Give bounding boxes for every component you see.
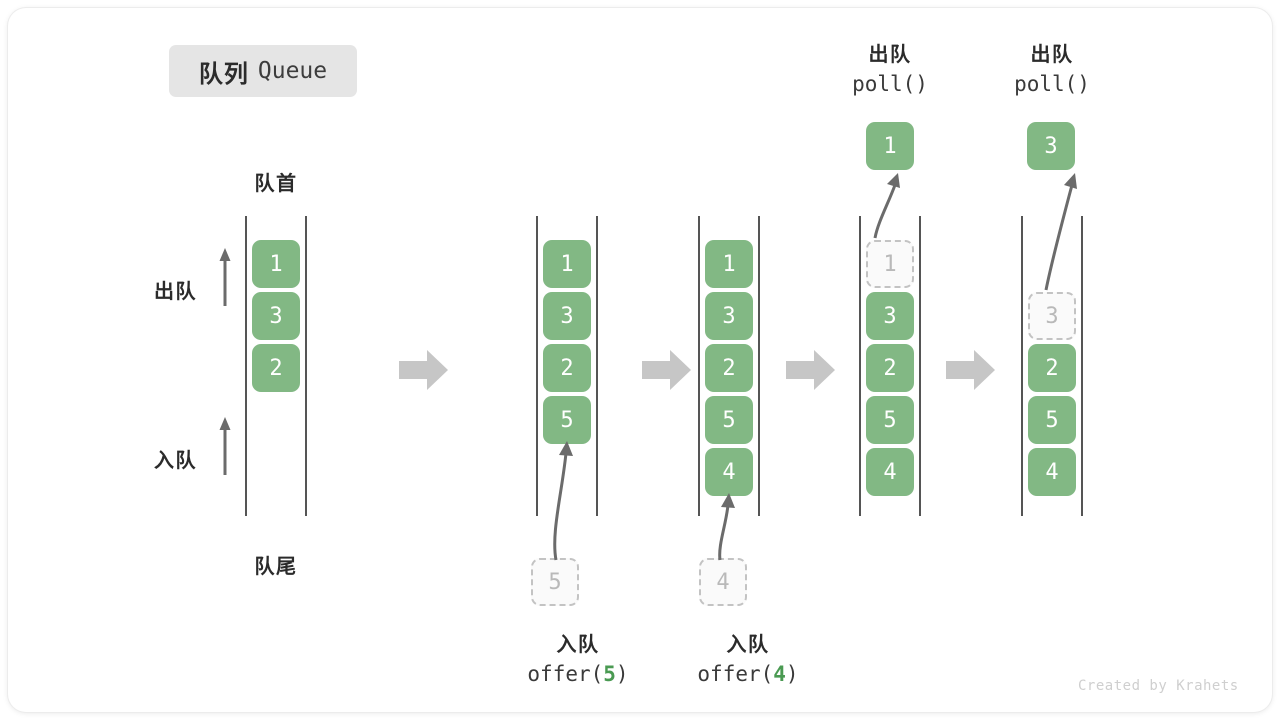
title-en: Queue bbox=[257, 58, 328, 84]
title-cn: 队列 bbox=[198, 60, 249, 88]
offer5-motion-arrow-icon bbox=[553, 441, 573, 561]
outgoing-3: 3 bbox=[1027, 122, 1075, 170]
queue-cell: 3 bbox=[543, 292, 591, 340]
step-arrow-icon bbox=[946, 350, 995, 390]
poll1-motion-arrow-icon bbox=[873, 173, 900, 239]
queue-cell: 1 bbox=[252, 240, 300, 288]
poll1-cn: 出队 bbox=[868, 44, 912, 66]
title-badge: 队列 Queue bbox=[169, 45, 357, 97]
queue-rail-left bbox=[698, 216, 700, 516]
queue-after-poll1: 1 3 2 5 4 bbox=[859, 216, 921, 516]
queue-cell-removed: 3 bbox=[1028, 292, 1076, 340]
queue-rail-right bbox=[596, 216, 598, 516]
queue-tail-label: 队尾 bbox=[254, 556, 298, 578]
queue-cell: 2 bbox=[252, 344, 300, 392]
diagram-card: 队列 Queue 队首 队尾 出队 入队 1 3 2 1 3 2 5 5 bbox=[8, 8, 1272, 712]
offer5-code: offer(5) bbox=[527, 662, 629, 686]
queue-cell: 1 bbox=[705, 240, 753, 288]
poll1-code: poll() bbox=[852, 72, 928, 96]
dequeue-direction-label: 出队 bbox=[154, 281, 197, 303]
poll3-motion-arrow-icon bbox=[1044, 173, 1077, 291]
queue-cell: 3 bbox=[705, 292, 753, 340]
offer4-operation-label: 入队 offer(4) bbox=[689, 628, 807, 686]
queue-rail-left bbox=[1021, 216, 1023, 516]
queue-rail-right bbox=[305, 216, 307, 516]
poll3-code: poll() bbox=[1014, 72, 1090, 96]
queue-cell: 3 bbox=[252, 292, 300, 340]
queue-rail-right bbox=[919, 216, 921, 516]
queue-rail-right bbox=[758, 216, 760, 516]
queue-cell: 2 bbox=[1028, 344, 1076, 392]
watermark: Created by Krahets bbox=[1078, 678, 1239, 694]
queue-cell: 4 bbox=[866, 448, 914, 496]
offer5-cn: 入队 bbox=[556, 634, 600, 656]
step-arrow-icon bbox=[642, 350, 691, 390]
offer5-operation-label: 入队 offer(5) bbox=[519, 628, 637, 686]
queue-rail-left bbox=[245, 216, 247, 516]
queue-cell: 5 bbox=[1028, 396, 1076, 444]
queue-cell: 1 bbox=[543, 240, 591, 288]
queue-initial: 1 3 2 bbox=[245, 216, 307, 516]
queue-after-offer5: 1 3 2 5 bbox=[536, 216, 598, 516]
poll1-operation-label: 出队 poll() bbox=[834, 38, 946, 96]
queue-cell: 3 bbox=[866, 292, 914, 340]
step-arrow-icon bbox=[399, 350, 448, 390]
queue-cell: 2 bbox=[705, 344, 753, 392]
poll3-cn: 出队 bbox=[1030, 44, 1074, 66]
outgoing-1: 1 bbox=[866, 122, 914, 170]
queue-after-poll3: 3 2 5 4 bbox=[1021, 216, 1083, 516]
queue-cell: 4 bbox=[1028, 448, 1076, 496]
queue-rail-right bbox=[1081, 216, 1083, 516]
queue-cell: 5 bbox=[705, 396, 753, 444]
queue-cell: 5 bbox=[543, 396, 591, 444]
queue-cell: 4 bbox=[705, 448, 753, 496]
incoming-5: 5 bbox=[531, 558, 579, 606]
queue-rail-left bbox=[536, 216, 538, 516]
enqueue-direction-label: 入队 bbox=[154, 450, 197, 472]
queue-cell: 5 bbox=[866, 396, 914, 444]
incoming-4: 4 bbox=[699, 558, 747, 606]
dequeue-direction-arrow-icon bbox=[219, 248, 231, 306]
offer4-code: offer(4) bbox=[697, 662, 799, 686]
queue-head-label: 队首 bbox=[254, 173, 298, 195]
step-arrow-icon bbox=[786, 350, 835, 390]
queue-cell: 2 bbox=[543, 344, 591, 392]
offer4-cn: 入队 bbox=[726, 634, 770, 656]
queue-after-offer4: 1 3 2 5 4 bbox=[698, 216, 760, 516]
enqueue-direction-arrow-icon bbox=[219, 417, 231, 475]
poll3-operation-label: 出队 poll() bbox=[996, 38, 1108, 96]
queue-cell: 2 bbox=[866, 344, 914, 392]
offer4-motion-arrow-icon bbox=[718, 493, 735, 561]
queue-cell-removed: 1 bbox=[866, 240, 914, 288]
queue-rail-left bbox=[859, 216, 861, 516]
